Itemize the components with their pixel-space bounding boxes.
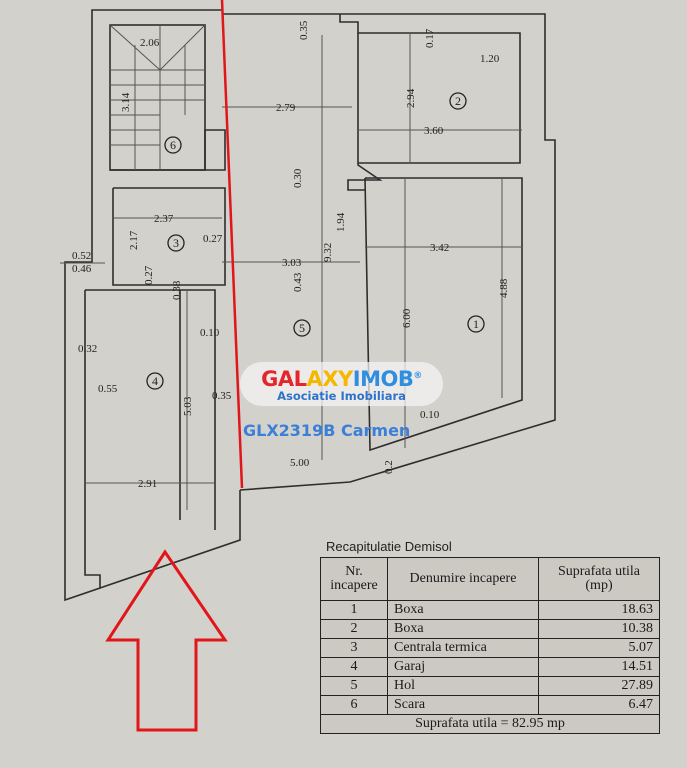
dim-label: 5.03 bbox=[182, 396, 194, 416]
room-2-number: 2 bbox=[455, 94, 461, 108]
cell-nr: 1 bbox=[320, 600, 388, 620]
room-3-marker bbox=[167, 234, 185, 252]
watermark-subtitle: Asociatie Imobiliara bbox=[277, 389, 406, 403]
cell-area: 14.51 bbox=[538, 657, 660, 677]
logo-letter: O bbox=[380, 367, 398, 391]
dim-label: 1.20 bbox=[480, 53, 500, 65]
header-nr: Nr. incapere bbox=[320, 557, 388, 601]
table-title: Recapitulatie Demisol bbox=[326, 539, 452, 554]
dim-label: 0.10 bbox=[420, 409, 440, 421]
dim-label: 0.38 bbox=[171, 280, 183, 300]
logo-letter: Y bbox=[338, 367, 353, 391]
dim-label: 2.91 bbox=[138, 478, 157, 490]
stair-treads bbox=[109, 24, 206, 170]
room-markers: 1 2 3 4 5 6 bbox=[146, 92, 485, 390]
room-2-marker bbox=[449, 92, 467, 110]
galaxyimob-logo: GALAXYIMOB® bbox=[240, 365, 443, 390]
logo-letter: X bbox=[322, 367, 339, 391]
cell-area: 6.47 bbox=[538, 695, 660, 715]
cell-area: 27.89 bbox=[538, 676, 660, 696]
dim-label: 2.17 bbox=[128, 230, 140, 250]
cell-name: Hol bbox=[387, 676, 539, 696]
watermark-logo: GALAXYIMOB® Asociatie Imobiliara bbox=[240, 362, 443, 406]
header-area: Suprafata utila (mp) bbox=[538, 557, 660, 601]
room-6-marker bbox=[164, 136, 182, 154]
walls bbox=[64, 9, 556, 602]
cell-area: 10.38 bbox=[538, 619, 660, 639]
dim-label: 2.94 bbox=[405, 88, 417, 108]
dim-label: 0.32 bbox=[78, 343, 97, 355]
room-5-marker bbox=[293, 319, 311, 337]
dimension-labels: 2.06 3.14 2.79 0.35 0.17 1.20 2.94 3.60 … bbox=[72, 20, 510, 490]
room-4-marker bbox=[146, 372, 164, 390]
dim-label: 0.27 bbox=[203, 233, 223, 245]
logo-letter: A bbox=[306, 367, 323, 391]
dim-label: 0.46 bbox=[72, 263, 92, 275]
cell-name: Centrala termica bbox=[387, 638, 539, 658]
dim-label: 0.27 bbox=[143, 265, 155, 285]
dim-label: 0.35 bbox=[298, 20, 310, 40]
dim-label: 3.14 bbox=[120, 92, 132, 112]
area-summary-table: Nr. incapere Denumire incapere Suprafata… bbox=[320, 557, 660, 734]
dim-label: 6.00 bbox=[401, 308, 413, 328]
cell-area: 18.63 bbox=[538, 600, 660, 620]
dim-label: 0.55 bbox=[98, 383, 118, 395]
room-3-number: 3 bbox=[173, 236, 179, 250]
cell-nr: 5 bbox=[320, 676, 388, 696]
dim-label: 0.17 bbox=[424, 28, 436, 48]
logo-letter: L bbox=[293, 367, 307, 391]
room-5-number: 5 bbox=[299, 321, 305, 335]
cell-name: Garaj bbox=[387, 657, 539, 677]
red-divider-line bbox=[220, 0, 244, 489]
room-1-number: 1 bbox=[473, 317, 479, 331]
dim-label: 0.30 bbox=[292, 168, 304, 188]
logo-letter: A bbox=[277, 367, 294, 391]
cell-nr: 6 bbox=[320, 695, 388, 715]
listing-code: GLX2319B Carmen bbox=[243, 421, 411, 440]
dim-label: 5.00 bbox=[290, 457, 310, 469]
total-area: Suprafata utila = 82.95 mp bbox=[320, 714, 660, 734]
logo-letter: M bbox=[360, 367, 381, 391]
dim-label: 0.43 bbox=[292, 272, 304, 292]
cell-name: Boxa bbox=[387, 619, 539, 639]
dim-label: 0.10 bbox=[200, 327, 220, 339]
dim-label: 2.37 bbox=[154, 213, 174, 225]
dim-label: 2.06 bbox=[140, 37, 160, 49]
cell-name: Scara bbox=[387, 695, 539, 715]
dim-label: 0.2 bbox=[383, 460, 395, 474]
logo-letter: B bbox=[397, 367, 414, 391]
room-4-number: 4 bbox=[152, 374, 158, 388]
cell-nr: 3 bbox=[320, 638, 388, 658]
dim-label: 3.42 bbox=[430, 242, 449, 254]
entrance-arrow-icon bbox=[105, 549, 228, 732]
dim-label: 2.79 bbox=[276, 102, 296, 114]
dim-label: 9.32 bbox=[322, 243, 334, 262]
cell-name: Boxa bbox=[387, 600, 539, 620]
cell-nr: 2 bbox=[320, 619, 388, 639]
room-1-marker bbox=[467, 315, 485, 333]
dim-label: 4.88 bbox=[498, 278, 510, 298]
registered-mark: ® bbox=[413, 371, 422, 381]
dim-label: 1.94 bbox=[335, 212, 347, 232]
dim-label: 3.03 bbox=[282, 257, 302, 269]
cell-area: 5.07 bbox=[538, 638, 660, 658]
dim-label: 0.35 bbox=[212, 390, 232, 402]
cell-nr: 4 bbox=[320, 657, 388, 677]
header-name: Denumire incapere bbox=[387, 557, 539, 601]
dim-label: 0.52 bbox=[72, 250, 91, 262]
logo-letter: G bbox=[261, 367, 278, 391]
dim-label: 3.60 bbox=[424, 125, 444, 137]
room-6-number: 6 bbox=[170, 138, 176, 152]
logo-letter: I bbox=[352, 367, 361, 391]
